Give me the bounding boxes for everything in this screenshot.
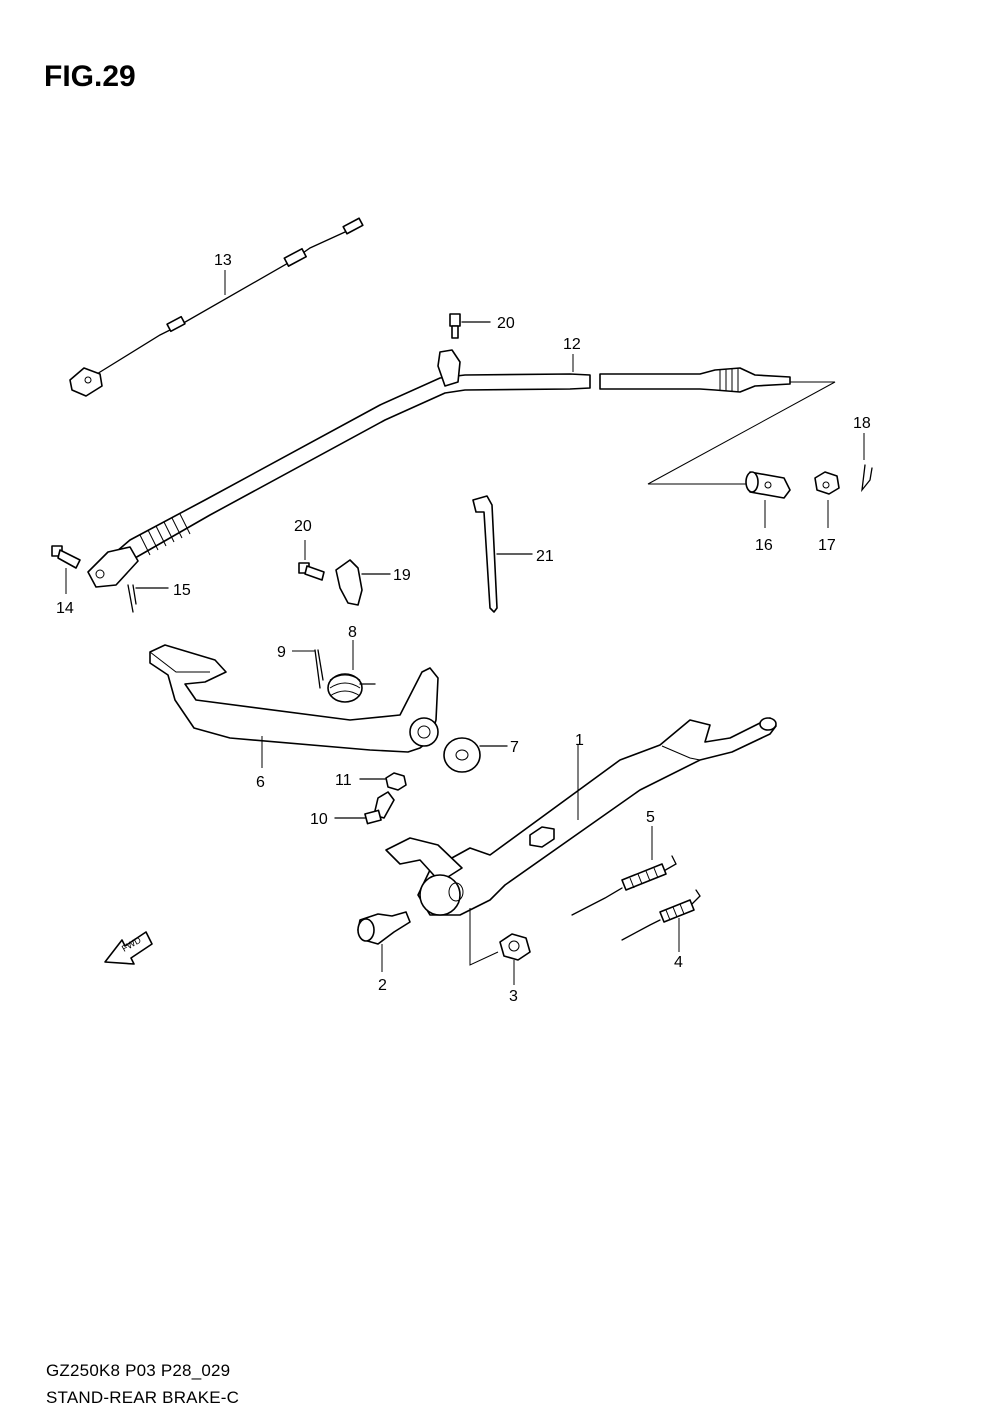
- callout-17: 17: [818, 537, 836, 554]
- callout-4: 4: [674, 954, 683, 971]
- part-15-cotter-pin[interactable]: [127, 584, 169, 613]
- part-4-spring-lower[interactable]: [621, 889, 701, 952]
- part-6-brake-pedal[interactable]: [149, 644, 439, 768]
- callout-3: 3: [509, 988, 518, 1005]
- callout-20-mid: 20: [294, 518, 312, 535]
- part-18-clip[interactable]: [861, 433, 873, 493]
- part-14-bolt[interactable]: [51, 545, 81, 594]
- part-16-pin[interactable]: [745, 471, 791, 499]
- part-8-spring[interactable]: [327, 640, 376, 703]
- fwd-arrow-icon: FWD: [104, 931, 153, 965]
- callout-15: 15: [173, 582, 191, 599]
- part-5-spring-upper[interactable]: [571, 826, 677, 916]
- callout-12: 12: [563, 336, 581, 353]
- callout-19: 19: [393, 567, 411, 584]
- callout-16: 16: [755, 537, 773, 554]
- callout-labels: 1 2 3 4 5 6 7 8 9 10 11 12 13 14 15 16 1…: [56, 252, 871, 1005]
- part-13-cable[interactable]: [69, 217, 364, 397]
- assembly-guide-lines: [647, 381, 836, 528]
- callout-18: 18: [853, 415, 871, 432]
- part-17-nut[interactable]: [814, 471, 840, 495]
- callout-8: 8: [348, 624, 357, 641]
- part-19-bracket[interactable]: [335, 559, 391, 606]
- callout-9: 9: [277, 644, 286, 661]
- callout-5: 5: [646, 809, 655, 826]
- part-20-bolt-top[interactable]: [449, 313, 491, 339]
- callout-14: 14: [56, 600, 74, 617]
- part-7-washer[interactable]: [443, 737, 508, 773]
- part-1-side-stand[interactable]: [385, 717, 777, 916]
- part-12-brake-cable[interactable]: [87, 349, 791, 588]
- figure-title: FIG.29: [44, 60, 136, 93]
- part-20-bolt-mid[interactable]: [298, 540, 325, 581]
- part-11-nut[interactable]: [359, 772, 407, 791]
- callout-21: 21: [536, 548, 554, 565]
- part-3-nut[interactable]: [469, 908, 531, 985]
- callout-20-top: 20: [497, 315, 515, 332]
- callout-11: 11: [335, 772, 352, 789]
- callout-7: 7: [510, 739, 519, 756]
- callout-10: 10: [310, 811, 328, 828]
- figure-code: GZ250K8 P03 P28_029: [46, 1361, 231, 1380]
- callout-6: 6: [256, 774, 265, 791]
- callout-2: 2: [378, 977, 387, 994]
- part-21-cable-tie[interactable]: [472, 495, 533, 613]
- part-2-pivot-bolt[interactable]: [357, 911, 411, 972]
- callout-1: 1: [575, 732, 584, 749]
- figure-description: STAND-REAR BRAKE-C: [46, 1388, 240, 1407]
- part-10-bolt[interactable]: [334, 791, 395, 825]
- part-9-cotter-pin[interactable]: [292, 649, 324, 689]
- callout-13: 13: [214, 252, 232, 269]
